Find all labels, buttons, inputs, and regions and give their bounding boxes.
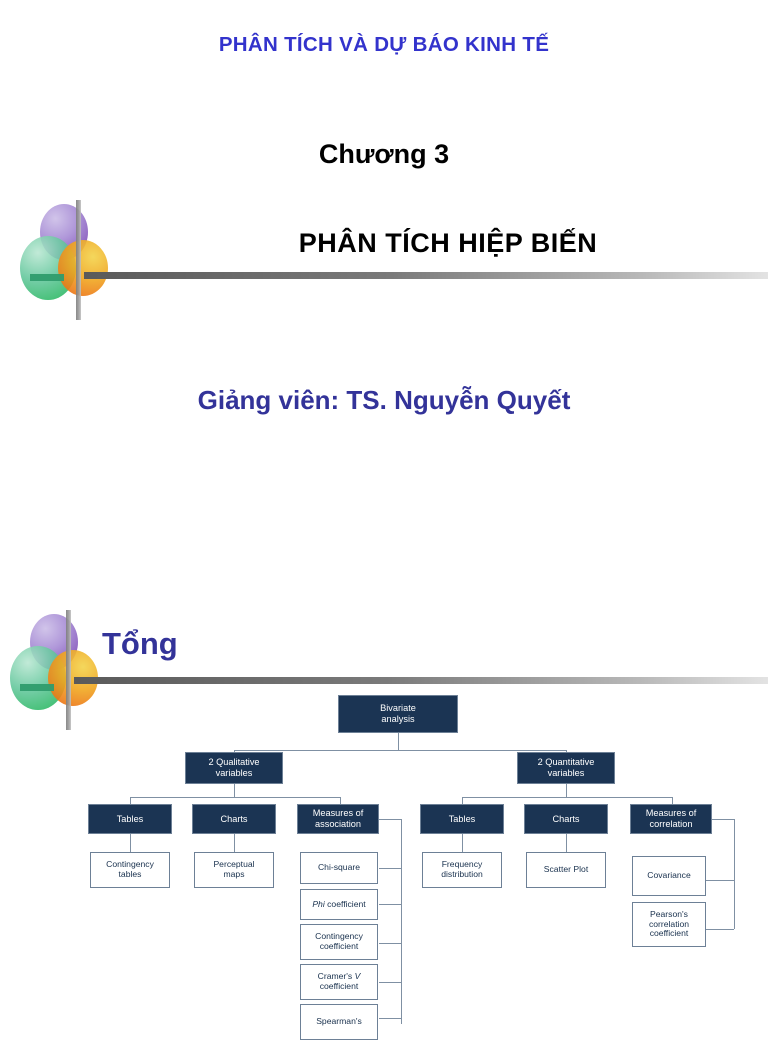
connector	[379, 819, 401, 820]
node-label: Spearman's	[316, 1016, 362, 1027]
connector	[234, 750, 567, 751]
connector	[379, 904, 401, 905]
vertical-bar-divider	[76, 200, 81, 320]
node-line-1: Perceptual	[213, 859, 255, 870]
node-label: Covariance	[647, 870, 691, 881]
node-line-1: Frequency	[441, 859, 483, 870]
node-label-italic: Phi	[312, 898, 325, 909]
connector	[462, 797, 463, 806]
lecturer-line: Giảng viên: TS. Nguyễn Quyết	[197, 385, 571, 415]
diagram-node-chi-square[interactable]: Chi-square	[300, 852, 378, 884]
chapter-label: Chương 3	[318, 139, 450, 169]
node-line-2: coefficient	[319, 941, 359, 951]
connector	[566, 784, 567, 797]
diagram-node-covariance[interactable]: Covariance	[632, 856, 706, 896]
node-line-2: maps	[223, 869, 245, 879]
connector	[379, 943, 401, 944]
connector	[566, 834, 567, 852]
connector	[706, 880, 734, 881]
diagram-node-phi-coefficient[interactable]: Phi coefficient	[300, 889, 378, 920]
connector	[706, 929, 734, 930]
section-rule	[74, 677, 768, 684]
connector	[672, 797, 673, 806]
bubbles-logo	[18, 200, 114, 320]
connector	[379, 1018, 401, 1019]
diagram-node-contingency-tables[interactable]: Contingency tables	[90, 852, 170, 888]
connector	[379, 868, 401, 869]
node-line-2: correlation	[649, 819, 693, 829]
diagram-node-qualitative[interactable]: 2 Qualitative variables	[185, 752, 283, 784]
connector	[712, 819, 734, 820]
diagram-node-spearmans[interactable]: Spearman's	[300, 1004, 378, 1040]
node-line-1: Pearson's	[650, 908, 688, 919]
node-line-1: Measures of	[312, 808, 364, 819]
title-rule	[84, 272, 768, 279]
node-line-1: Contingency	[315, 931, 363, 942]
diagram-node-cramers-v-coefficient[interactable]: Cramer's V coefficient	[300, 964, 378, 1000]
orange-circle-icon	[58, 240, 108, 296]
course-title: PHÂN TÍCH VÀ DỰ BÁO KINH TẾ	[218, 33, 550, 56]
node-label: Charts	[220, 813, 248, 824]
diagram-node-quant-tables[interactable]: Tables	[420, 804, 504, 834]
connector	[379, 982, 401, 983]
connector	[234, 834, 235, 852]
node-label: Tables	[116, 813, 144, 824]
node-line-2: variables	[215, 768, 253, 778]
diagram-node-qual-tables[interactable]: Tables	[88, 804, 172, 834]
diagram-node-quant-charts[interactable]: Charts	[524, 804, 608, 834]
node-label: Scatter Plot	[543, 864, 589, 875]
diagram-node-measures-of-association[interactable]: Measures of association	[297, 804, 379, 834]
diagram-node-qual-charts[interactable]: Charts	[192, 804, 276, 834]
node-label: Chi-square	[317, 862, 361, 873]
connector	[130, 834, 131, 852]
connector	[130, 797, 340, 798]
green-dash-icon	[30, 274, 64, 281]
node-line-2: association	[315, 819, 361, 829]
node-label-italic: V	[354, 971, 361, 982]
bivariate-analysis-diagram: Bivariate analysis 2 Qualitative variabl…	[0, 690, 768, 1040]
node-label: coefficient	[324, 898, 366, 909]
connector	[340, 797, 341, 806]
connector	[462, 834, 463, 852]
node-line-2: analysis	[381, 714, 415, 724]
vertical-bar-divider	[66, 610, 71, 730]
diagram-node-scatter-plot[interactable]: Scatter Plot	[526, 852, 606, 888]
diagram-node-frequency-distribution[interactable]: Frequency distribution	[422, 852, 502, 888]
connector	[734, 819, 735, 929]
slide-title-page: PHÂN TÍCH VÀ DỰ BÁO KINH TẾ Chương 3 PHÂ…	[18, 33, 768, 415]
node-line-2: distribution	[441, 869, 483, 879]
node-label: Charts	[552, 813, 580, 824]
connector	[398, 733, 399, 750]
node-label: Tables	[448, 813, 476, 824]
node-line-1: Measures of	[645, 808, 697, 819]
page-title: PHÂN TÍCH HIỆP BIẾN	[298, 228, 598, 258]
node-line-3: coefficient	[649, 928, 689, 939]
node-line-1: Contingency	[106, 859, 154, 870]
node-line-2: variables	[547, 768, 585, 778]
connector	[234, 784, 235, 797]
diagram-node-measures-of-correlation[interactable]: Measures of correlation	[630, 804, 712, 834]
connector	[130, 797, 131, 806]
node-line-2: coefficient	[319, 981, 359, 991]
section-heading: Tổng	[102, 626, 178, 661]
diagram-node-pearsons-correlation-coefficient[interactable]: Pearson's correlation coefficient	[632, 902, 706, 947]
node-line-2: correlation	[648, 918, 690, 929]
node-line-2: tables	[118, 869, 142, 879]
diagram-node-quantitative[interactable]: 2 Quantitative variables	[517, 752, 615, 784]
connector	[462, 797, 672, 798]
node-line-1: 2 Quantitative	[537, 757, 595, 768]
green-dash-icon	[20, 684, 54, 691]
diagram-node-perceptual-maps[interactable]: Perceptual maps	[194, 852, 274, 888]
connector	[401, 819, 402, 1024]
bubbles-logo-secondary	[8, 610, 104, 730]
node-line-1: Cramer's	[317, 971, 355, 982]
node-line-1: Bivariate	[380, 703, 416, 714]
diagram-node-contingency-coefficient[interactable]: Contingency coefficient	[300, 924, 378, 960]
diagram-node-root[interactable]: Bivariate analysis	[338, 695, 458, 733]
node-line-1: 2 Qualitative	[208, 757, 260, 768]
